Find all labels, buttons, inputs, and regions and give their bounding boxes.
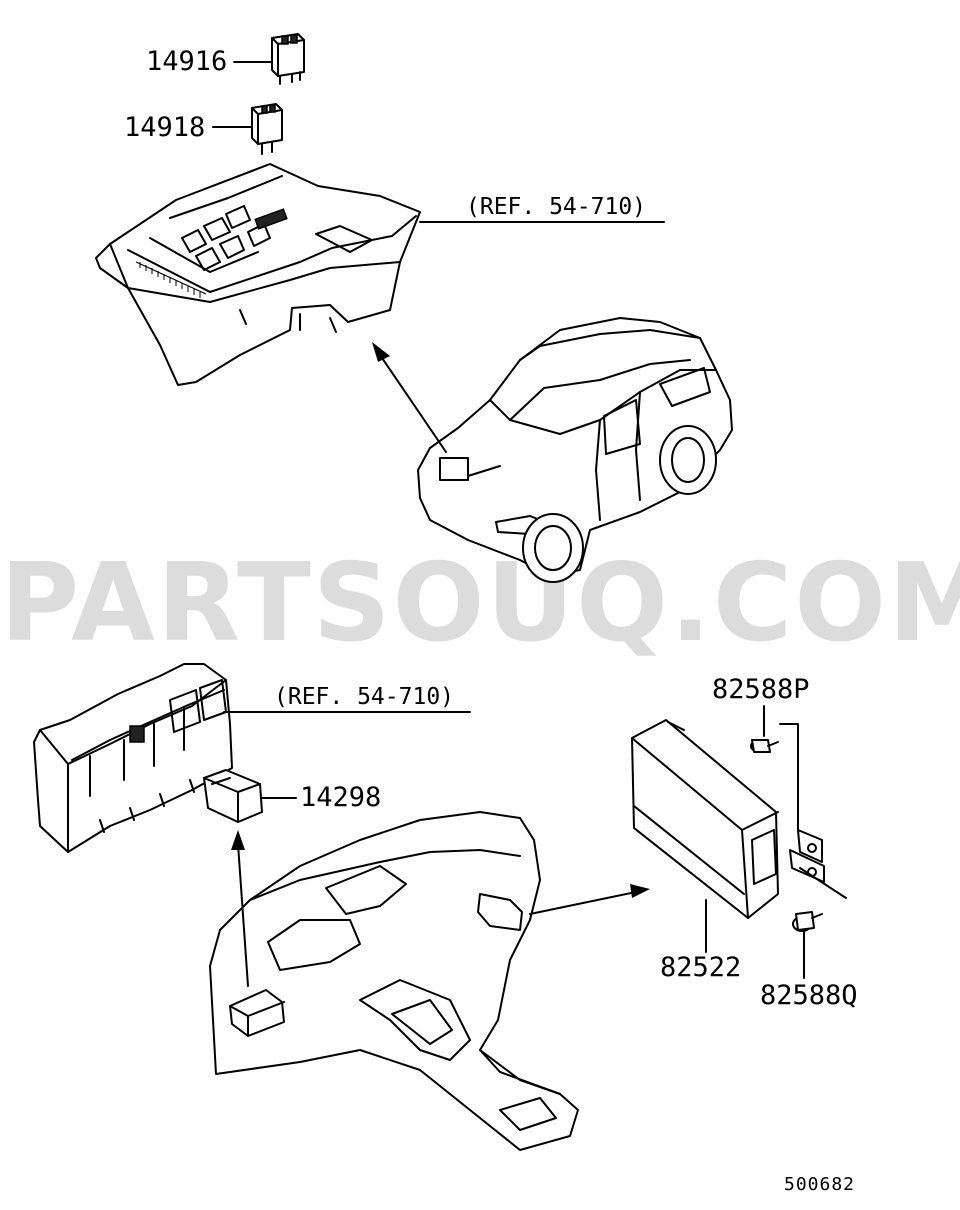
arrow-dash-relay-shaft [237, 843, 249, 987]
arrow-module-head [630, 884, 650, 898]
callout-82588q[interactable]: 82588Q [760, 980, 858, 1011]
relay-14916-part[interactable] [271, 33, 305, 85]
engine-fuse-box-part[interactable] [95, 163, 421, 386]
arrow-dash-relay-head [231, 830, 245, 850]
callout-ref-engine-fusebox[interactable]: (REF. 54-710) [466, 194, 646, 220]
vehicle-fusebox-location [439, 457, 469, 481]
callout-82588p[interactable]: 82588P [712, 674, 810, 705]
arrow-module-shaft [529, 891, 637, 915]
callout-14918[interactable]: 14918 [124, 112, 205, 143]
dash-module-location [477, 893, 523, 931]
control-module-82522-part[interactable] [631, 719, 779, 919]
bolt-82588q-part[interactable] [792, 911, 823, 932]
relay-14918-part[interactable] [251, 103, 283, 155]
module-bracket-part [779, 723, 847, 899]
arrow-engine-fusebox-shaft [377, 351, 447, 453]
callout-ref-dash-fusebox[interactable]: (REF. 54-710) [274, 684, 454, 710]
callout-82522[interactable]: 82522 [660, 952, 741, 983]
arrow-engine-fusebox-head [372, 342, 390, 362]
dash-fuse-block-part[interactable] [33, 663, 233, 853]
callout-14298[interactable]: 14298 [300, 782, 381, 813]
diagram-id: 500682 [784, 1174, 855, 1195]
bolt-82588p-part[interactable] [750, 739, 779, 753]
callout-14916[interactable]: 14916 [146, 46, 227, 77]
vehicle-illustration [417, 317, 733, 583]
relay-14298-part[interactable] [203, 769, 263, 823]
dashboard-illustration [209, 811, 579, 1151]
watermark-text: PARTSOUQ.COM [0, 541, 960, 666]
